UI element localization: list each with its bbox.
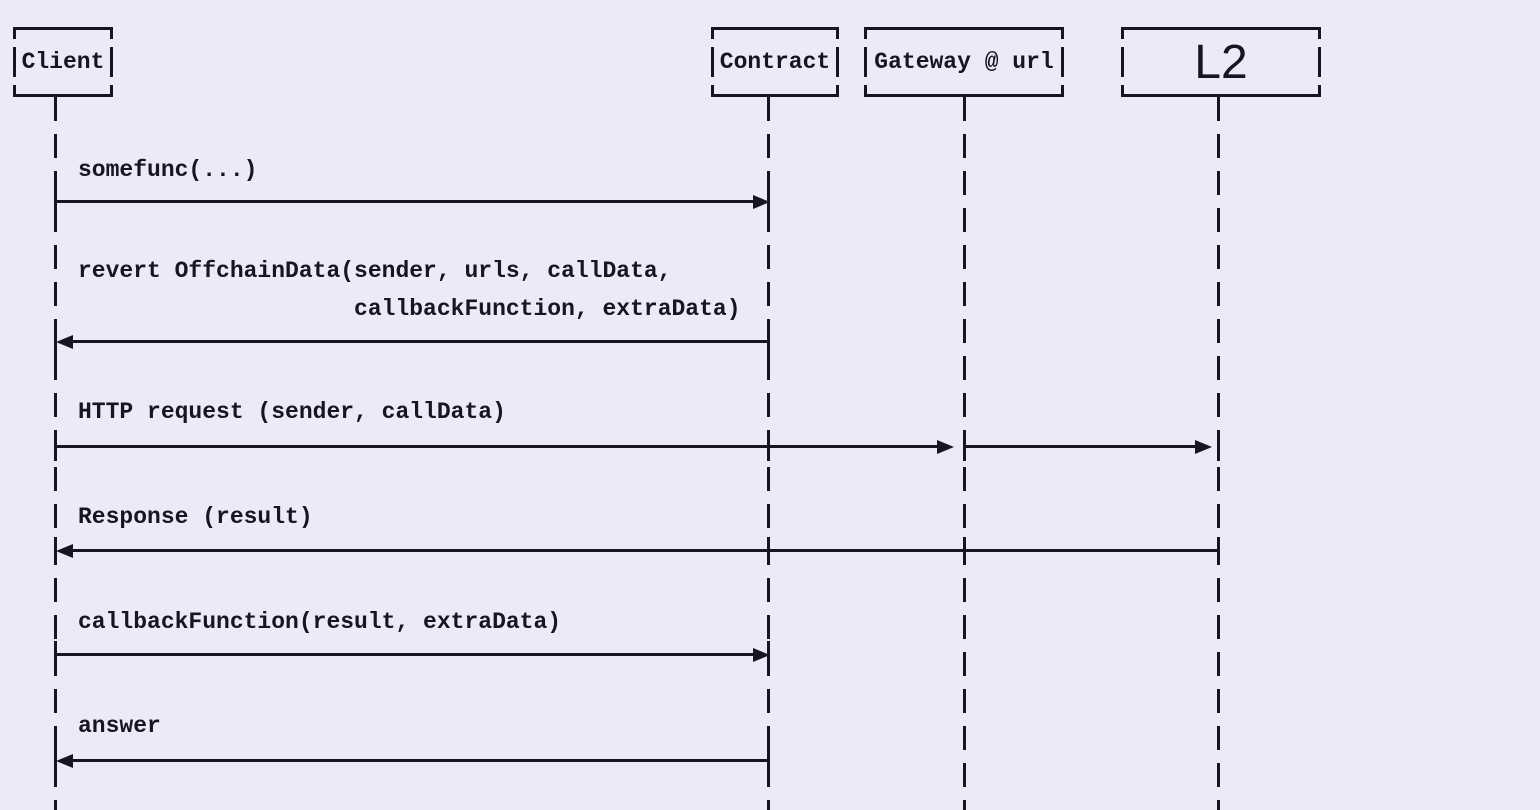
arrow-head-right-icon [937,440,954,454]
arrow-head-left-icon [56,544,73,558]
message-label: revert OffchainData(sender, urls, callDa… [78,258,741,322]
arrow-head-left-icon [56,754,73,768]
arrow-head-left-icon [56,335,73,349]
lifeline-tick [767,328,770,356]
actor-box-l2: L2 [1121,27,1321,97]
actor-box-contract: Contract [711,27,839,97]
arrow-head-right-icon [753,195,770,209]
arrow-line [72,340,768,343]
message-label: somefunc(...) [78,157,258,183]
arrow-line [72,759,768,762]
lifeline-tick [1217,537,1220,565]
lifeline-tick [963,433,966,461]
arrow-head-right-icon [753,648,770,662]
actor-box-client: Client [13,27,113,97]
lifeline-tick [54,747,57,775]
message-label: answer [78,713,161,739]
arrow-line [72,549,1218,552]
message-label: Response (result) [78,504,313,530]
arrow-line [56,200,754,203]
actor-label-gateway: Gateway @ url [874,49,1054,75]
actor-label-contract: Contract [719,49,831,75]
lifeline-tick [54,641,57,669]
lifeline-tick [767,747,770,775]
lifeline-tick [54,537,57,565]
lifeline-tick [54,188,57,216]
message-label: callbackFunction(result, extraData) [78,609,562,635]
lifeline-tick [54,433,57,461]
arrow-line [56,653,754,656]
lifeline-tick [1217,433,1220,461]
lifeline-tick [54,328,57,356]
actor-label-l2: L2 [1194,35,1248,89]
arrow-line [966,445,1196,448]
actor-label-client: Client [21,49,105,75]
arrow-line [56,445,938,448]
message-label: HTTP request (sender, callData) [78,399,506,425]
actor-box-gateway: Gateway @ url [864,27,1064,97]
arrow-head-right-icon [1195,440,1212,454]
